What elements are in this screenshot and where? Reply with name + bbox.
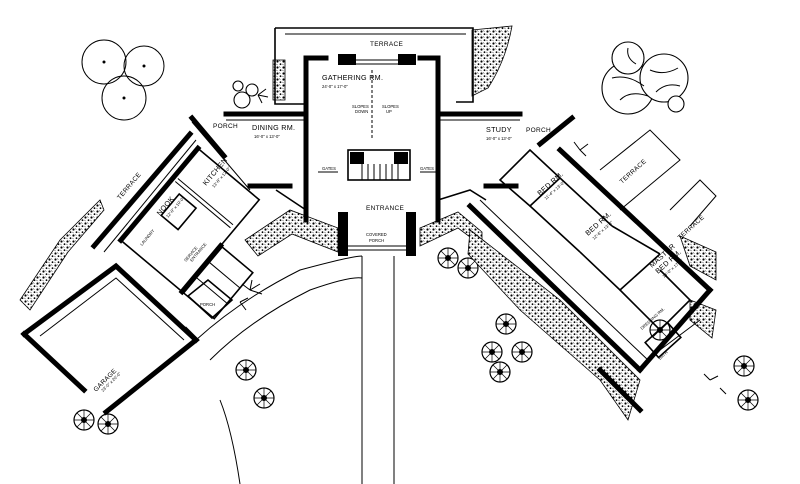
left-wing xyxy=(117,144,261,320)
entrance-label: ENTRANCE xyxy=(366,205,405,212)
landscape xyxy=(73,39,759,435)
porch-right-label: PORCH xyxy=(526,127,551,134)
tree-canopy-circle xyxy=(123,45,165,87)
terrace-right-label: TERRACE xyxy=(619,158,649,186)
terrace-left-wall xyxy=(90,130,194,250)
bath-label: BATH xyxy=(657,350,668,361)
slopes-down-label-2: DOWN xyxy=(355,109,368,114)
slopes-up-label: SLOPES xyxy=(382,104,399,109)
shrub xyxy=(232,80,244,92)
porch-left-label: PORCH xyxy=(213,123,238,130)
terrace-master-label: TERRACE xyxy=(677,214,707,242)
study-dimension: 16'-0" x 13'-0" xyxy=(486,136,512,141)
shrub xyxy=(245,83,259,97)
gates-label-left: GATES xyxy=(322,166,336,171)
porch-service-label: PORCH xyxy=(200,302,215,307)
dining-room-label: DINING RM. xyxy=(252,123,295,132)
study-wing xyxy=(435,111,576,201)
shrub xyxy=(233,91,251,109)
covered-porch-label-2: PORCH xyxy=(369,238,384,243)
terrace-top-label: TERRACE xyxy=(370,41,404,48)
gates-label-right: GATES xyxy=(420,166,434,171)
dining-room-dimension: 16'-0" x 13'-0" xyxy=(254,134,280,139)
planting-beds xyxy=(19,25,717,421)
gathering-room-dimension: 24'-0" x 17'-0" xyxy=(322,84,348,89)
slopes-up-label-2: UP xyxy=(386,109,392,114)
tree-canopy-circle xyxy=(101,75,147,121)
covered-porch-label: COVERED xyxy=(366,232,387,237)
study-label: STUDY xyxy=(486,125,512,134)
slopes-down-label: SLOPES xyxy=(352,104,369,109)
dining-wing xyxy=(188,111,309,211)
garage xyxy=(20,262,200,416)
right-wing xyxy=(466,129,717,374)
laundry-label: LAUNDRY xyxy=(139,228,156,247)
tree-canopy-circle xyxy=(81,39,127,85)
central-core xyxy=(303,54,441,484)
terrace-top xyxy=(274,27,474,105)
tree-cluster-upper-right xyxy=(601,41,689,115)
gathering-room-label: GATHERING RM. xyxy=(322,73,383,82)
